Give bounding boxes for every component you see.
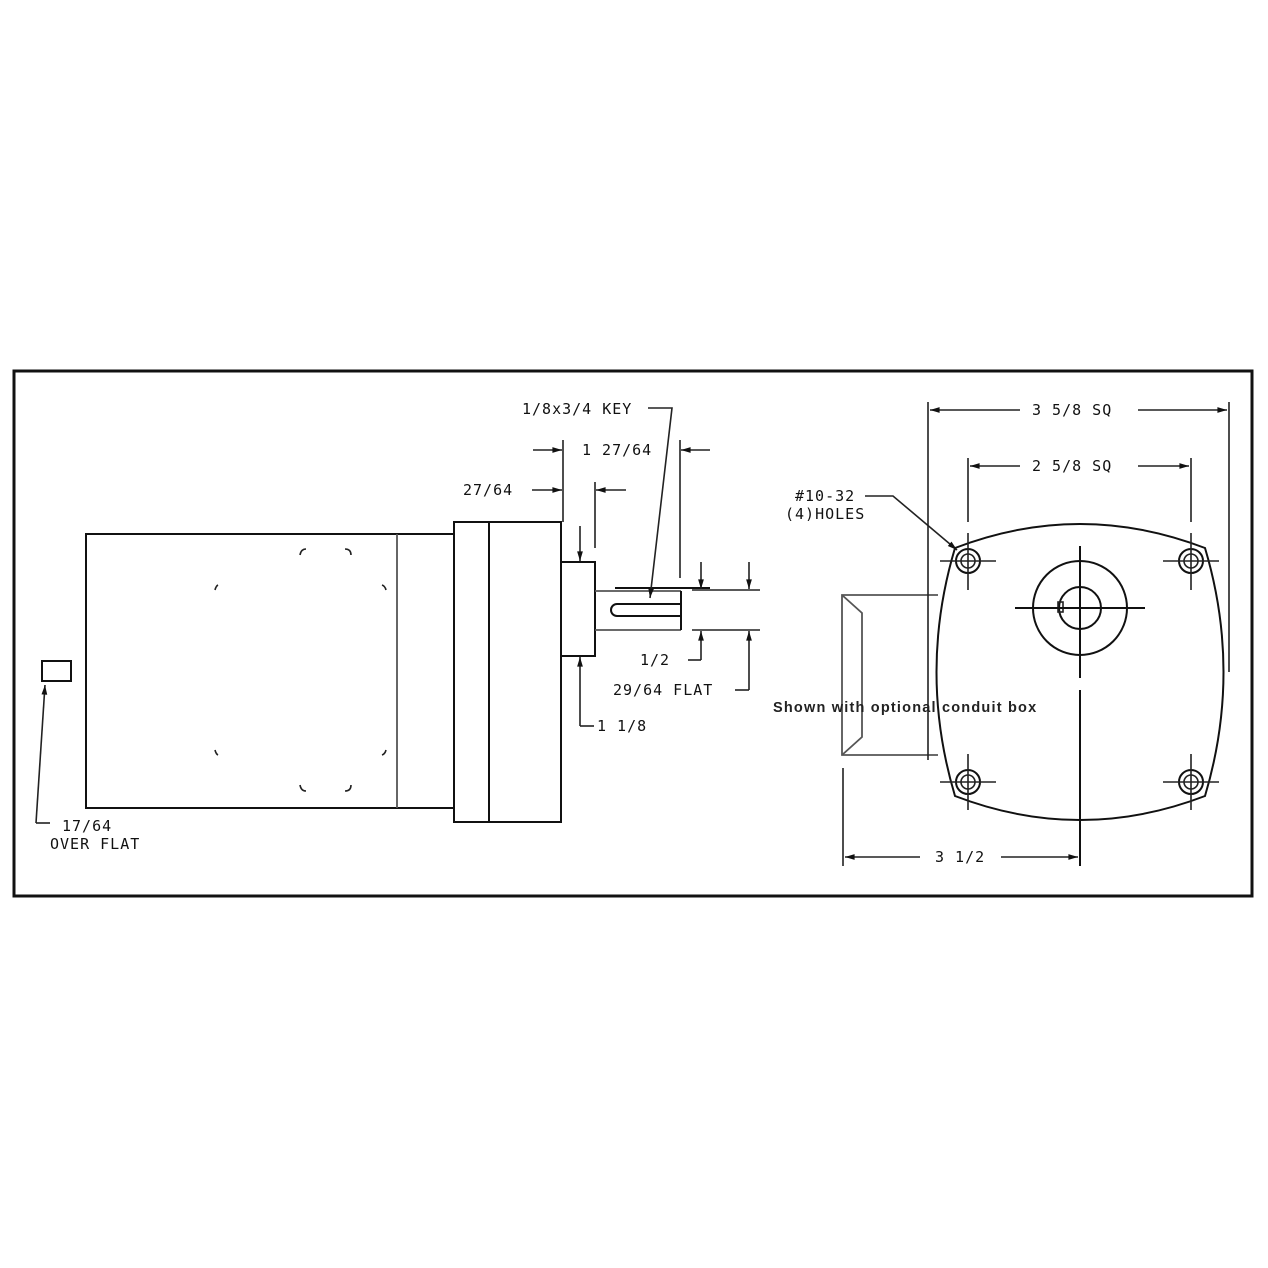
flat-label: 29/64 FLAT <box>613 681 713 699</box>
pilot-offset-label: 27/64 <box>463 481 513 499</box>
overall-sq-label: 3 5/8 SQ <box>1032 401 1112 419</box>
shaft-dia-label: 1/2 <box>640 651 670 669</box>
pilot-dia-label: 1 1/8 <box>597 717 647 735</box>
gearbox-housing <box>453 521 562 823</box>
holes-label-2: (4)HOLES <box>785 505 865 523</box>
conduit-offset-label: 3 1/2 <box>935 848 985 866</box>
mount-hole-bl <box>940 754 996 810</box>
mount-hole-tl <box>940 533 996 590</box>
conduit-note: Shown with optional conduit box <box>773 700 1037 716</box>
shaft-length-label: 1 27/64 <box>582 441 652 459</box>
key-label: 1/8x3/4 KEY <box>522 400 632 418</box>
rear-shaft-label-2: OVER FLAT <box>50 835 140 853</box>
pilot-boss <box>560 561 596 657</box>
mount-hole-tr <box>1163 533 1219 590</box>
holes-label-1: #10-32 <box>795 487 855 505</box>
rear-shaft <box>41 660 72 682</box>
end-view: 3 5/8 SQ 2 5/8 SQ #10-32 (4)HOLES 3 1/2 … <box>773 401 1230 866</box>
conduit-box <box>841 594 938 756</box>
side-view: 1/8x3/4 KEY 1 27/64 27/64 1/2 29/64 FLAT… <box>35 400 760 853</box>
gearbox-face <box>935 523 1225 821</box>
mount-hole-br <box>1163 754 1219 810</box>
keyway <box>610 603 681 617</box>
rear-shaft-label-1: 17/64 <box>62 817 112 835</box>
bolt-sq-label: 2 5/8 SQ <box>1032 457 1112 475</box>
